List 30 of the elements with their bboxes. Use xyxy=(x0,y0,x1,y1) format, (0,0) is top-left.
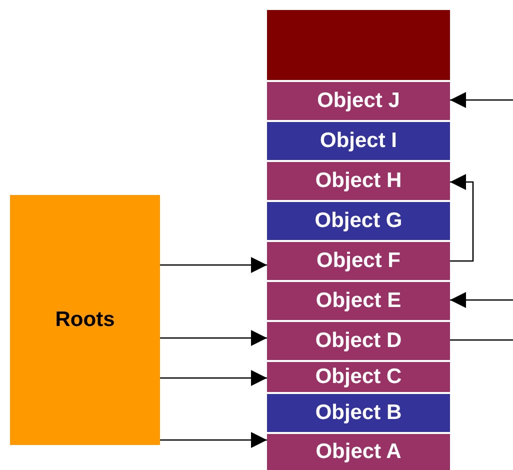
roots-box xyxy=(10,195,160,445)
node-label: Object G xyxy=(314,209,402,233)
object-block xyxy=(267,162,450,200)
node-label: Object J xyxy=(317,89,400,113)
object-block xyxy=(267,202,450,240)
arrow xyxy=(160,330,267,346)
node-label: Object E xyxy=(316,289,402,313)
memory-block xyxy=(267,10,450,80)
arrow xyxy=(450,174,474,262)
node-label: Object B xyxy=(315,401,402,425)
object-block xyxy=(267,434,450,470)
object-block xyxy=(267,122,450,160)
object-block xyxy=(267,394,450,432)
object-block xyxy=(267,242,450,280)
node-label: Object I xyxy=(320,129,398,153)
object-block xyxy=(267,82,450,120)
node-label: Object A xyxy=(316,440,402,464)
object-block xyxy=(267,322,450,360)
node-label: Object C xyxy=(315,365,402,389)
arrow xyxy=(160,370,267,386)
node-label: Roots xyxy=(55,308,115,332)
node-label: Object D xyxy=(315,329,402,353)
node-label: Object H xyxy=(315,169,402,193)
node-label: Object F xyxy=(316,249,400,273)
object-block xyxy=(267,282,450,320)
arrow xyxy=(450,292,513,308)
arrow xyxy=(160,432,267,448)
arrow xyxy=(450,92,513,108)
arrow xyxy=(160,257,267,273)
object-block xyxy=(267,362,450,392)
